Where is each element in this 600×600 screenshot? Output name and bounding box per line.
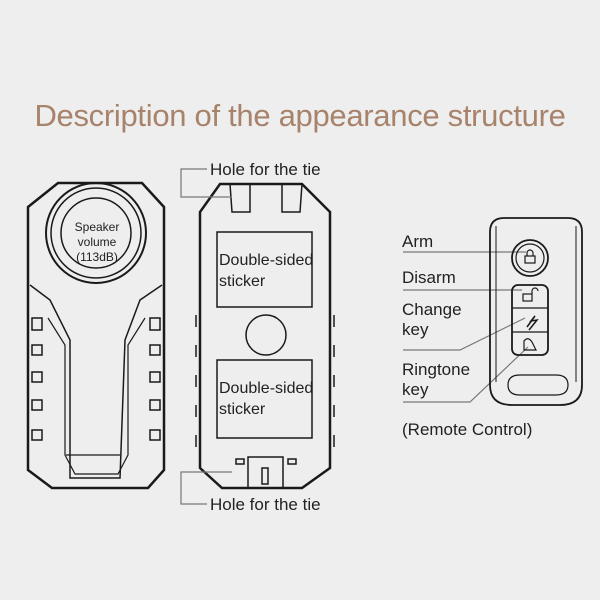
sticker-line: Double-sided	[219, 252, 314, 269]
sticker-line: sticker	[219, 273, 266, 290]
speaker-line: volume	[77, 235, 117, 249]
change-key-label: Change key	[402, 300, 462, 340]
leader-lines	[180, 168, 529, 505]
alarm-back-view	[198, 182, 332, 490]
sticker-line: Double-sided	[219, 380, 314, 397]
sticker-bottom-label: Double-sided sticker	[219, 378, 313, 420]
speaker-label: Speaker volume (113dB)	[62, 220, 132, 265]
label-line: key	[402, 320, 429, 339]
arm-label: Arm	[402, 232, 434, 251]
front-vents	[31, 317, 161, 441]
label-line: Change	[402, 300, 462, 319]
center-button-circle	[245, 314, 287, 356]
label-line: key	[402, 380, 429, 399]
tie-hole-bottom-label: Hole for the tie	[210, 495, 321, 514]
remote-control-caption: (Remote Control)	[402, 420, 533, 439]
page-title: Description of the appearance structure	[34, 98, 566, 133]
speaker-line: (113dB)	[76, 250, 118, 264]
sticker-top-label: Double-sided sticker	[219, 250, 313, 292]
sticker-line: sticker	[219, 401, 266, 418]
speaker-line: Speaker	[74, 220, 120, 234]
sticker-bottom-box	[216, 359, 313, 439]
alarm-front-view	[26, 181, 166, 490]
label-line: Ringtone	[402, 360, 471, 379]
tie-hole-top-label: Hole for the tie	[210, 160, 321, 179]
remote-control-drawing	[489, 217, 583, 406]
ringtone-key-label: Ringtone key	[402, 360, 470, 400]
sticker-top-box	[216, 231, 313, 308]
disarm-label: Disarm	[402, 268, 456, 287]
